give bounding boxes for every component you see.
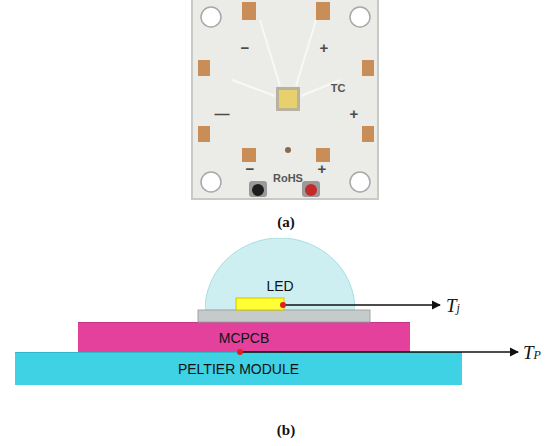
- dome-outline: [205, 238, 355, 310]
- layer-label: MCPCB: [219, 330, 270, 346]
- polarity-sign: +: [318, 161, 327, 176]
- polarity-sign: −: [246, 161, 255, 176]
- panel-label: (b): [277, 423, 295, 438]
- tj-leader: [283, 304, 440, 305]
- led-dome: LED: [205, 238, 355, 310]
- copper-pads: [198, 2, 374, 162]
- led-package: [276, 87, 300, 111]
- board-print: TC: [331, 83, 346, 94]
- board: [192, 0, 378, 199]
- peltier-layer: PELTIER MODULE: [15, 352, 462, 385]
- led-chip: [279, 90, 297, 108]
- mcpcb-layer: MCPCB: [78, 322, 410, 352]
- layer-label: PELTIER MODULE: [178, 361, 299, 377]
- substrate: [198, 310, 370, 322]
- polarity-sign: —: [215, 106, 230, 121]
- tp-point: [237, 349, 243, 355]
- dome-shape: [205, 238, 355, 310]
- board-print: RoHS: [273, 173, 303, 184]
- tp-leader: [240, 351, 518, 352]
- polarity-sign: +: [350, 106, 359, 121]
- temperature-symbol: Tj: [446, 296, 460, 315]
- mounting-holes: [201, 7, 370, 192]
- led-die: [236, 298, 284, 310]
- board-dot: [285, 147, 291, 153]
- layer-label: LED: [266, 278, 293, 294]
- polarity-sign: −: [241, 40, 250, 55]
- panel-label: (a): [277, 215, 295, 230]
- temperature-symbol: TP: [523, 343, 541, 362]
- board-traces: [232, 20, 340, 96]
- polarity-sign: +: [320, 40, 329, 55]
- tj-point: [280, 302, 286, 308]
